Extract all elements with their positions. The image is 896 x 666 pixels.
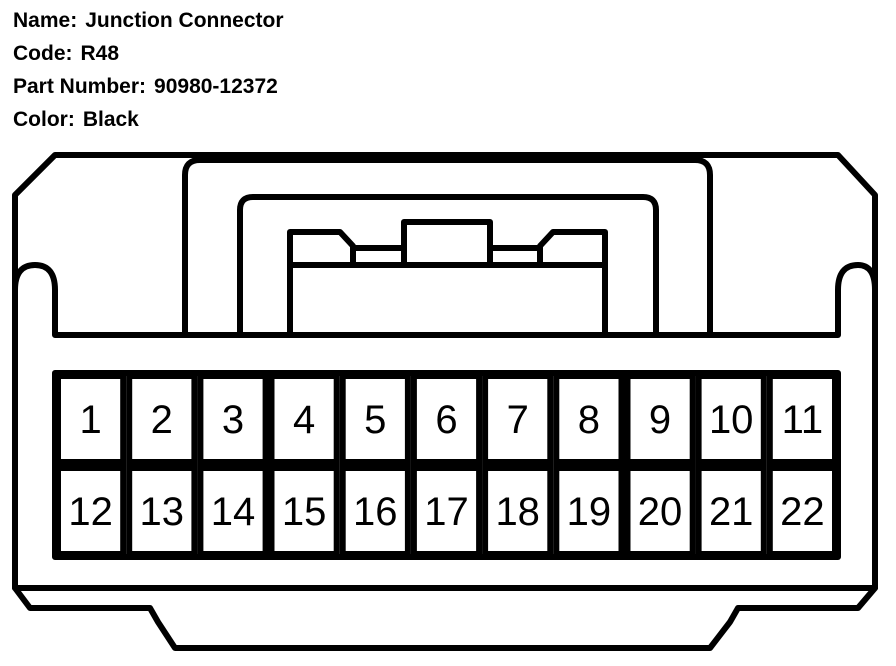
pin-label-17: 17 [424,490,469,534]
connector-info: Name: Junction Connector Code: R48 Part Nu… [13,6,284,138]
pin-label-6: 6 [435,398,457,442]
part-number-value: 90980-12372 [154,75,278,98]
pin-cavity-22 [766,465,838,557]
pin-label-11: 11 [782,398,824,442]
pin-cavity-8 [553,373,625,465]
name-value: Junction Connector [85,9,284,32]
latch-tab [287,219,608,338]
pin-label-18: 18 [495,490,540,534]
code-line: Code: R48 [13,39,284,72]
pin-label-12: 12 [68,490,113,534]
name-line: Name: Junction Connector [13,6,284,39]
pin-cavity-4 [268,373,340,465]
pin-cavity-16 [339,465,411,557]
pin-cavity-7 [482,373,554,465]
pin-cavity-11 [766,373,838,465]
pin-cavity-2 [126,373,198,465]
part-number-label: Part Number: [13,75,147,98]
pin-label-13: 13 [140,490,185,534]
color-line: Color: Black [13,105,284,138]
latch-frame-inner [237,194,659,338]
name-label: Name: [13,9,78,32]
code-value: R48 [80,42,120,65]
pin-cavity-1 [55,373,127,465]
pin-cavity-6 [410,373,483,465]
pin-cavity-18 [482,465,554,557]
pin-label-15: 15 [282,490,327,534]
pin-label-2: 2 [151,398,173,442]
pin-label-7: 7 [507,398,529,442]
pin-label-20: 20 [638,490,683,534]
pin-label-14: 14 [211,490,256,534]
pin-cavity-21 [695,465,767,557]
pin-cavity-14 [197,465,269,557]
pin-label-9: 9 [649,398,671,442]
connector-housing-outline [12,152,878,651]
latch-frame-outer [182,157,713,338]
pin-cavity-9 [624,373,696,465]
latch-tab-crossbar [287,245,608,268]
pin-label-22: 22 [780,490,825,534]
pin-label-5: 5 [364,398,386,442]
pin-cavity-20 [624,465,696,557]
color-label: Color: [13,108,75,131]
pin-label-3: 3 [222,398,244,442]
pin-label-19: 19 [567,490,612,534]
pin-cavity-19 [553,465,625,557]
pin-label-8: 8 [578,398,600,442]
color-value: Black [82,108,139,131]
pin-cavity-3 [197,373,269,465]
pin-cavity-12 [55,465,127,557]
pin-cavity-17 [410,465,483,557]
part-number-line: Part Number: 90980-12372 [13,72,284,105]
pin-label-4: 4 [293,398,315,442]
pin-label-10: 10 [709,398,754,442]
pin-label-21: 21 [709,490,754,534]
pin-label-16: 16 [353,490,398,534]
pin-cavity-10 [695,373,767,465]
housing-top-panel [12,262,878,338]
pin-cavity-13 [126,465,198,557]
pin-cavity-5 [339,373,411,465]
code-label: Code: [13,42,73,65]
pin-label-1: 1 [79,398,101,442]
pin-cavity-15 [268,465,340,557]
